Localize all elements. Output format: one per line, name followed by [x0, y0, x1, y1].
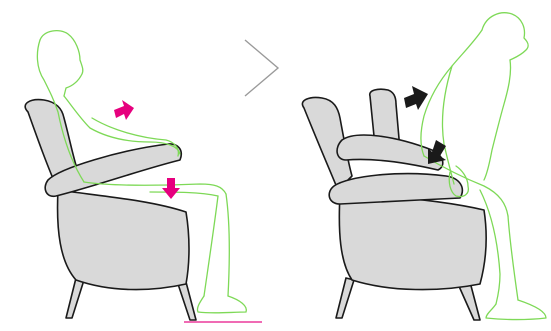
person-shin-back [203, 195, 219, 297]
panel-standing-up [301, 12, 547, 321]
chair-armrest-raised [336, 134, 444, 171]
person-arm [441, 65, 455, 185]
chair-armrest [44, 143, 183, 198]
person-thigh-lower [149, 191, 219, 197]
chair-leg [335, 277, 355, 319]
arrow-icon [428, 140, 446, 164]
person-chest [483, 59, 512, 181]
chair-seat [56, 189, 190, 291]
chair-backrest [301, 96, 353, 191]
person-thigh [423, 155, 509, 217]
chair-leg [65, 277, 85, 319]
arrow-icon [404, 86, 428, 110]
armchair-right [301, 88, 487, 321]
arrow-icon [162, 178, 180, 199]
person-seated [36, 29, 247, 314]
person-thigh [83, 181, 227, 195]
person-hand [448, 165, 470, 198]
person-foot [196, 295, 247, 314]
person-foot [485, 299, 547, 321]
person-rising [420, 12, 547, 321]
person-shin [225, 193, 230, 297]
chair-seat [338, 193, 487, 291]
chair-leg [177, 281, 197, 321]
person-shin-front [507, 215, 519, 301]
person-head [39, 29, 84, 97]
person-shin-back [479, 189, 501, 305]
person-torso-front [63, 95, 181, 155]
arrow-icon [114, 100, 134, 120]
chair-backrest [24, 98, 81, 191]
armchair-left [24, 98, 197, 321]
person-back [36, 39, 85, 183]
person-arm [91, 117, 180, 157]
person-head [481, 12, 529, 61]
chevron-right-icon [244, 39, 280, 97]
person-back [420, 29, 483, 157]
chair-armrest [328, 172, 464, 205]
panel-seated [24, 29, 262, 323]
